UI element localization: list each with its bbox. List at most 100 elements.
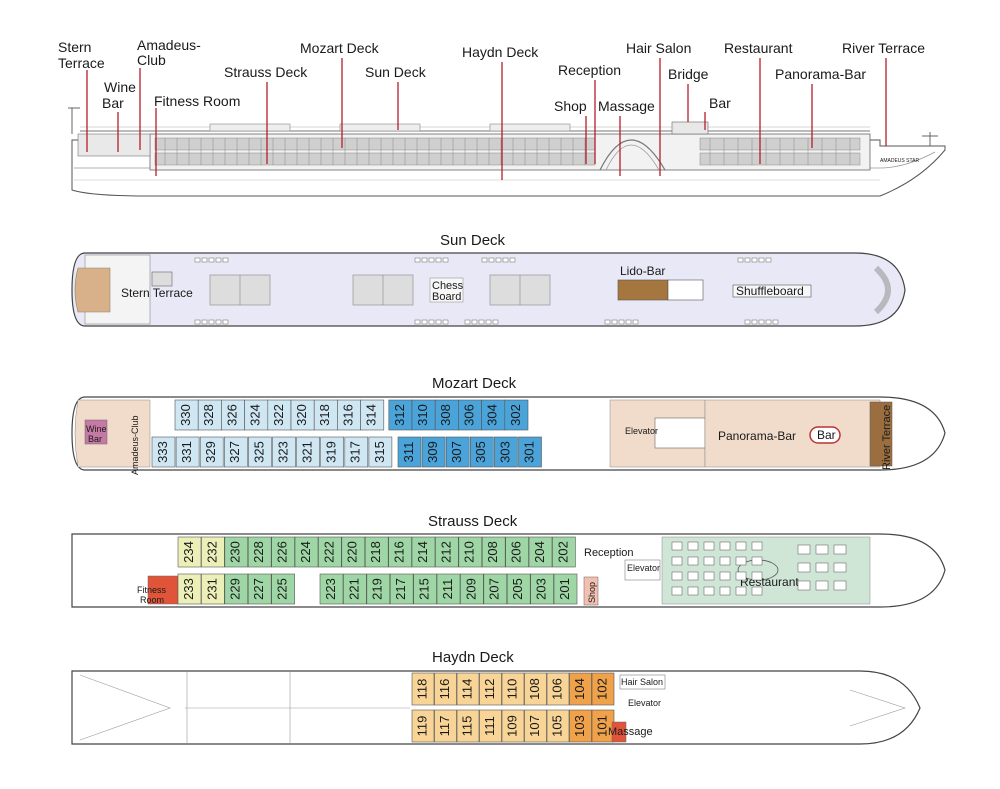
label-amadeus: Amadeus-	[137, 37, 201, 53]
cabin-cell	[272, 436, 296, 468]
restaurant-table	[815, 562, 829, 573]
sun-lounger	[201, 257, 208, 263]
cabin-number: 333	[155, 441, 170, 463]
strauss-elevator: Elevator	[627, 563, 660, 573]
cabin-cell	[494, 436, 518, 468]
cabin-number: 309	[425, 441, 440, 463]
cabin-number: 307	[449, 441, 464, 463]
cabin-cell	[341, 536, 366, 568]
cabin-cell	[411, 536, 436, 568]
cabin-cell	[524, 709, 547, 743]
sun-lounger	[751, 319, 758, 325]
mozart-bar: Bar	[817, 428, 836, 442]
cabin-cell	[591, 672, 615, 706]
label-river-terrace: River Terrace	[842, 40, 925, 56]
cabin: 321	[296, 436, 320, 468]
restaurant-table	[719, 571, 731, 581]
cabin-number: 329	[203, 441, 218, 463]
cabin-number: 302	[508, 404, 523, 426]
cabin-cell	[483, 573, 508, 605]
cabin-cell	[436, 573, 461, 605]
strauss-reception: Reception	[584, 547, 634, 559]
sun-lounger	[492, 319, 499, 325]
cabin-cell	[546, 672, 570, 706]
cabin-number: 224	[298, 541, 313, 563]
cabin-number: 201	[557, 578, 572, 600]
cabin-cell	[201, 536, 225, 568]
cabin: 203	[530, 573, 554, 605]
label-mozart-deck: Mozart Deck	[300, 40, 380, 56]
cabin-cell	[151, 436, 176, 468]
cabin-number: 119	[414, 716, 429, 737]
cabin-number: 116	[437, 679, 452, 700]
sun-lounger	[194, 257, 201, 263]
restaurant-table	[687, 586, 699, 596]
label-shop: Shop	[554, 98, 587, 114]
restaurant-table	[833, 544, 847, 555]
cabin: 111	[479, 709, 502, 743]
cabin: 214	[411, 536, 436, 568]
cabin: 324	[244, 399, 269, 431]
label-bar: Bar	[102, 95, 124, 111]
cabin-number: 202	[555, 541, 570, 563]
restaurant-table	[719, 586, 731, 596]
cabin-cell	[177, 573, 202, 605]
restaurant-table	[815, 580, 829, 591]
sun-lounger	[201, 319, 208, 325]
cabin-number: 233	[181, 578, 196, 600]
cabin-cell	[318, 536, 342, 568]
cabin-number: 209	[463, 578, 478, 600]
cabin-number: 206	[509, 541, 524, 563]
mozart-elevator: Elevator	[625, 426, 658, 436]
sun-lounger	[442, 257, 449, 263]
cabin-number: 303	[497, 441, 512, 463]
label-haydn-deck: Haydn Deck	[462, 44, 539, 60]
cabin-cell	[247, 536, 272, 568]
restaurant-table	[735, 586, 747, 596]
cabin: 105	[546, 709, 570, 743]
cabin: 118	[411, 672, 435, 706]
cabin: 207	[483, 573, 508, 605]
cabin-number: 311	[401, 442, 416, 463]
cabin-cell	[434, 672, 457, 706]
cabin: 218	[364, 536, 389, 568]
cabin: 326	[221, 399, 245, 431]
sun-lounger	[509, 257, 516, 263]
cabin-number: 308	[438, 404, 453, 426]
cabin-cell	[319, 573, 344, 605]
cabin-cell	[458, 536, 483, 568]
cabin: 109	[501, 709, 525, 743]
haydn-deck-title: Haydn Deck	[432, 649, 514, 666]
label-bar-fore: Bar	[709, 95, 731, 111]
cabin: 209	[460, 573, 484, 605]
cabin: 317	[344, 436, 369, 468]
cabin: 219	[366, 573, 391, 605]
sun-board: Board	[432, 291, 461, 303]
cabin-cell	[528, 536, 553, 568]
cabin: 112	[479, 672, 502, 706]
cabin-cell	[479, 672, 502, 706]
cabin-number: 118	[414, 679, 429, 700]
cabin-number: 325	[251, 441, 266, 463]
mozart-deck-title: Mozart Deck	[432, 375, 517, 392]
cabin: 311	[397, 436, 422, 468]
cabin: 230	[224, 536, 249, 568]
cabin: 216	[388, 536, 412, 568]
cabin-cell	[501, 709, 525, 743]
cabin: 220	[341, 536, 366, 568]
restaurant-table	[735, 556, 747, 566]
restaurant-table	[671, 571, 683, 581]
cabin-number: 216	[392, 541, 407, 563]
cabin-cell	[456, 672, 480, 706]
cabin-cell	[411, 672, 435, 706]
cabin-number: 218	[368, 541, 383, 563]
cabin: 217	[389, 573, 414, 605]
cabin-cell	[344, 436, 369, 468]
cabin: 232	[201, 536, 225, 568]
cabin-number: 323	[275, 441, 290, 463]
cabin: 206	[505, 536, 529, 568]
cabin-cell	[224, 536, 249, 568]
cabin: 227	[247, 573, 272, 605]
sun-lounger	[765, 319, 772, 325]
